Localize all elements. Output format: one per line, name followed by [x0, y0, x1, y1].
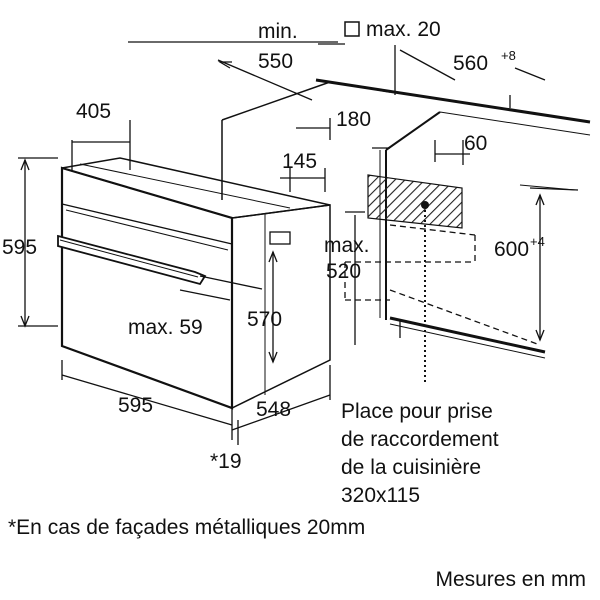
label-548: 548: [256, 398, 291, 421]
label-19: *19: [210, 450, 242, 473]
label-max20: max. 20: [366, 18, 441, 41]
socket-area: [367, 174, 463, 385]
label-60: 60: [464, 132, 487, 155]
label-570: 570: [247, 308, 282, 331]
socket-note: Place pour prise de raccordement de la c…: [341, 398, 499, 510]
label-max59: max. 59: [128, 316, 203, 339]
socket-note-line: de la cuisinière: [341, 456, 482, 479]
socket-note-line: de raccordement: [341, 428, 499, 451]
label-180: 180: [336, 108, 371, 131]
label-595-height: 595: [2, 236, 37, 259]
dimension-labels: min. 550 max. 20 560 +8 405 180 60 145 m…: [2, 18, 545, 473]
label-520: 520: [326, 260, 361, 283]
square-symbol-icon: [344, 21, 360, 37]
label-405: 405: [76, 100, 111, 123]
label-min: min.: [258, 20, 298, 43]
socket-note-line: 320x115: [341, 484, 421, 507]
units-note: Mesures en mm: [435, 568, 586, 591]
footnote: *En cas de façades métalliques 20mm: [8, 516, 366, 539]
label-595-width: 595: [118, 394, 153, 417]
dimension-lines: [18, 41, 579, 445]
label-max: max.: [324, 234, 370, 257]
label-550: 550: [258, 50, 293, 73]
socket-note-line: Place pour prise: [341, 400, 493, 423]
label-600: 600: [494, 238, 529, 261]
label-600-tol: +4: [530, 234, 545, 249]
oven: [57, 157, 331, 410]
label-560-tol: +8: [501, 48, 516, 63]
label-145: 145: [282, 150, 317, 173]
label-560: 560: [453, 52, 488, 75]
